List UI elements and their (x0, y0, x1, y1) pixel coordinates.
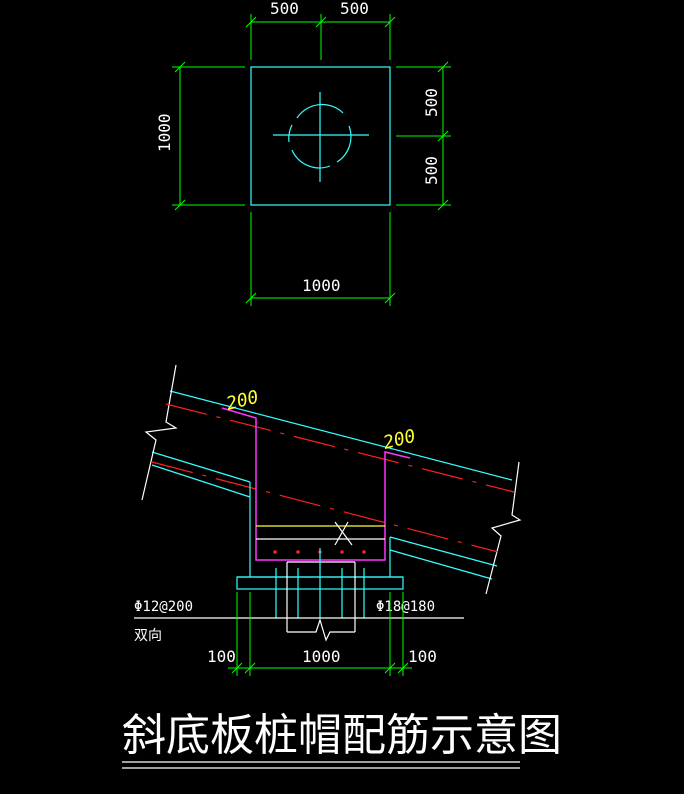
drawing-title: 斜底板桩帽配筋示意图 (122, 710, 562, 761)
plan-dim-top-right: 500 (340, 0, 369, 18)
slab-center-lines (151, 403, 515, 553)
rebar-dots (273, 550, 366, 554)
plan-dim-right-top: 500 (422, 88, 441, 117)
pile-circle-symbol (273, 92, 369, 182)
rebar-note-left: Φ12@200 (134, 599, 193, 615)
section-bottom-dimension: 100 1000 100 (207, 592, 437, 676)
horizontal-rebar (256, 521, 385, 546)
plan-left-dimension: 1000 (155, 61, 245, 211)
section-dim-mid: 1000 (302, 647, 341, 666)
sloped-slab-outline (151, 390, 513, 580)
drawing-title-block: 斜底板桩帽配筋示意图 (122, 710, 562, 769)
section-dim-right: 100 (408, 647, 437, 666)
plan-dim-left: 1000 (155, 113, 174, 152)
section-view: 200 200 Φ12@200 双向 Φ18@180 100 1000 100 (134, 364, 522, 676)
pile-cap-plan-outline (250, 66, 391, 206)
plan-top-dimension: 500 500 (245, 0, 396, 60)
rebar-note-left-sub: 双向 (134, 628, 162, 644)
slope-label-right: 200 (381, 426, 418, 454)
plan-bottom-dimension: 1000 (245, 212, 396, 306)
plan-dim-top-left: 500 (270, 0, 299, 18)
pile-section (275, 548, 365, 642)
rebar-note-right: Φ18@180 (376, 599, 435, 615)
break-lines (141, 364, 522, 595)
section-dim-left: 100 (207, 647, 236, 666)
plan-right-dimension: 500 500 (396, 61, 451, 211)
plan-view: 500 500 1000 500 500 (155, 0, 451, 306)
plan-dim-bottom: 1000 (302, 276, 341, 295)
plan-dim-right-bottom: 500 (422, 156, 441, 185)
slope-label-left: 200 (224, 387, 261, 415)
